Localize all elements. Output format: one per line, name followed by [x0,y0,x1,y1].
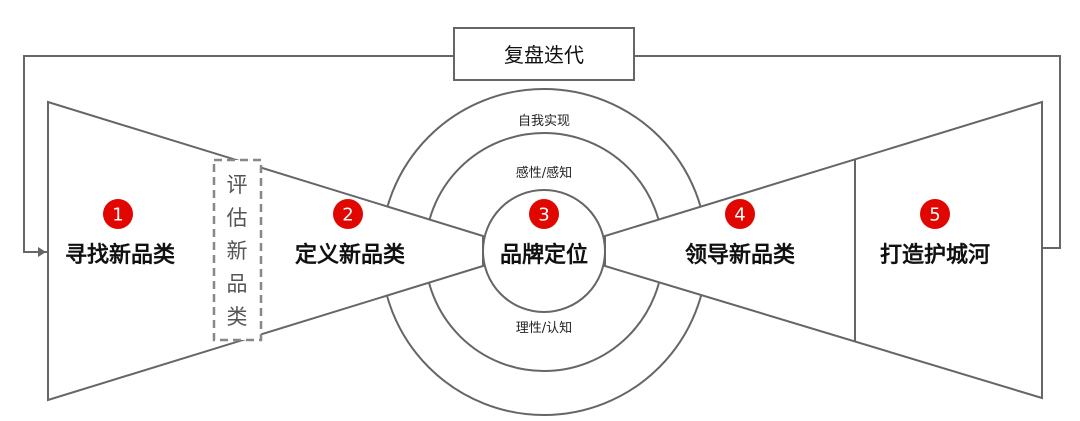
loop-arrow-head [38,247,46,257]
ring-label-middle: 感性/感知 [516,165,572,181]
badge-5-number: 5 [929,205,940,226]
badge-2 [333,199,363,229]
evaluate-label-char: 品 [227,272,248,296]
stage-3-label: 品牌定位 [500,242,588,268]
stage-4-label: 领导新品类 [685,242,796,268]
evaluate-label-char: 估 [227,206,248,230]
ring-label-lower: 理性/认知 [516,320,572,336]
badge-4 [725,199,755,229]
evaluate-label-char: 新 [227,239,248,263]
stage-1-label: 寻找新品类 [65,242,176,268]
badge-5 [920,199,950,229]
badge-1 [103,199,133,229]
ring-label-outer: 自我实现 [518,114,570,129]
badge-2-number: 2 [342,205,353,226]
badge-3-number: 3 [538,205,549,226]
evaluate-label-char: 类 [227,305,248,329]
stage-2-label: 定义新品类 [295,242,406,268]
left-funnel [47,100,484,402]
badge-3 [529,199,559,229]
badge-4-number: 4 [734,205,745,226]
badge-1-number: 1 [112,205,123,226]
iteration-label: 复盘迭代 [504,43,584,67]
stage-5-label: 打造护城河 [880,242,990,268]
center-circle [482,189,606,313]
evaluate-box [212,158,263,342]
loop-connector-line [23,55,454,253]
iteration-box [453,27,635,81]
loop-connector-line-right [634,55,1061,249]
evaluate-label-char: 评 [227,173,248,197]
